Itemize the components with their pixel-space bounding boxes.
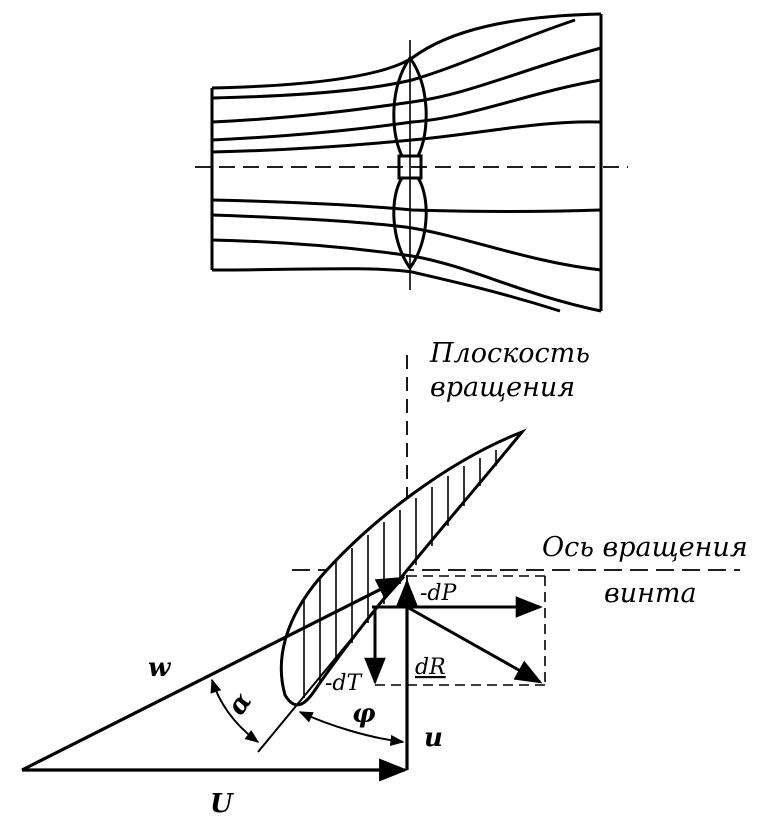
- velocity-force-diagram: w U u α φ -dP -dT dR Плоскость вращения …: [21, 338, 748, 819]
- dT-label: -dT: [325, 671, 364, 696]
- dR-label: dR: [415, 655, 446, 680]
- streamline: [211, 267, 561, 313]
- streamline: [211, 238, 602, 313]
- stream-tube-diagram: [195, 12, 628, 313]
- phi-angle-arc: [298, 711, 405, 747]
- rotation-plane-label-1: Плоскость: [429, 338, 590, 369]
- u-label: u: [424, 723, 443, 753]
- dP-label: -dP: [420, 581, 458, 606]
- alpha-angle-arc: [210, 678, 260, 743]
- streamline: [211, 18, 576, 100]
- w-label: w: [148, 653, 172, 683]
- alpha-label: α: [222, 687, 258, 721]
- streamline: [211, 120, 602, 154]
- U-label: U: [210, 789, 234, 819]
- streamline: [211, 198, 602, 213]
- rotation-plane-label-2: вращения: [430, 372, 575, 403]
- phi-label: φ: [352, 699, 376, 729]
- streamline: [211, 78, 602, 142]
- streamline: [211, 12, 602, 90]
- blade-section: [279, 428, 527, 707]
- dR-vector: [406, 605, 543, 684]
- streamline: [211, 46, 602, 124]
- rotation-axis-label-2: винта: [604, 578, 697, 609]
- rotation-axis-label-1: Ось вращения: [542, 532, 748, 563]
- streamline: [211, 213, 602, 272]
- w-vector: [21, 576, 406, 772]
- chord-line: [257, 573, 406, 753]
